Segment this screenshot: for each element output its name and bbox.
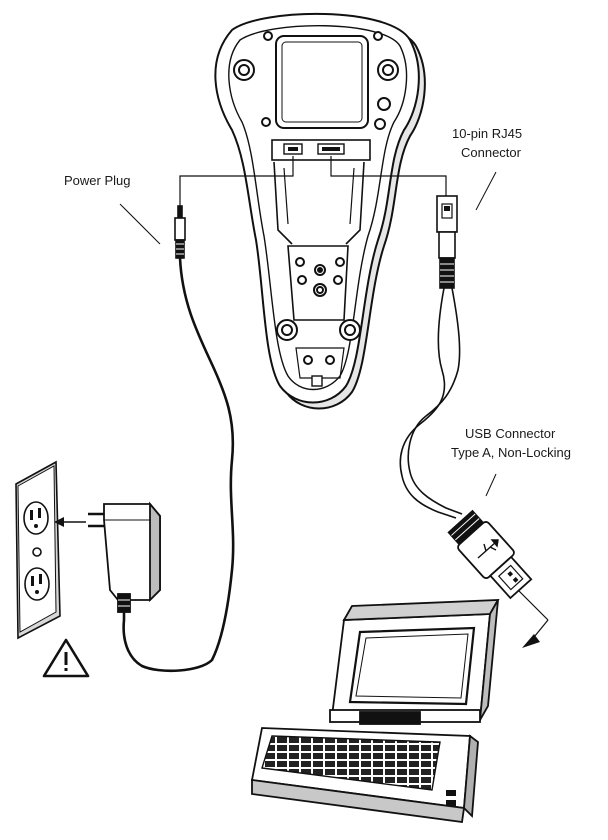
usb-cable xyxy=(400,288,462,518)
rj45-label-line2: Connector xyxy=(461,143,521,162)
laptop xyxy=(252,600,498,822)
outlet-arrow xyxy=(54,517,86,527)
usb-label-line1: USB Connector xyxy=(465,424,555,443)
usb-label-line2: Type A, Non-Locking xyxy=(451,443,571,462)
usb-arrow xyxy=(518,590,548,648)
power-cable xyxy=(124,258,234,671)
battery-window xyxy=(276,36,368,128)
laptop-screen xyxy=(350,628,474,704)
rj45-label-line1: 10-pin RJ45 xyxy=(452,124,522,143)
usb-plug xyxy=(446,508,536,602)
usb-leader xyxy=(486,474,496,496)
ac-adapter xyxy=(88,504,160,612)
warning-triangle-icon xyxy=(44,640,88,676)
power-plug-leader xyxy=(120,204,160,244)
wall-outlet xyxy=(16,462,60,638)
rj45-connector xyxy=(437,196,457,288)
power-plug-label: Power Plug xyxy=(64,171,130,190)
power-plug xyxy=(175,206,185,258)
rj45-leader xyxy=(476,172,496,210)
handheld-device xyxy=(215,14,424,409)
